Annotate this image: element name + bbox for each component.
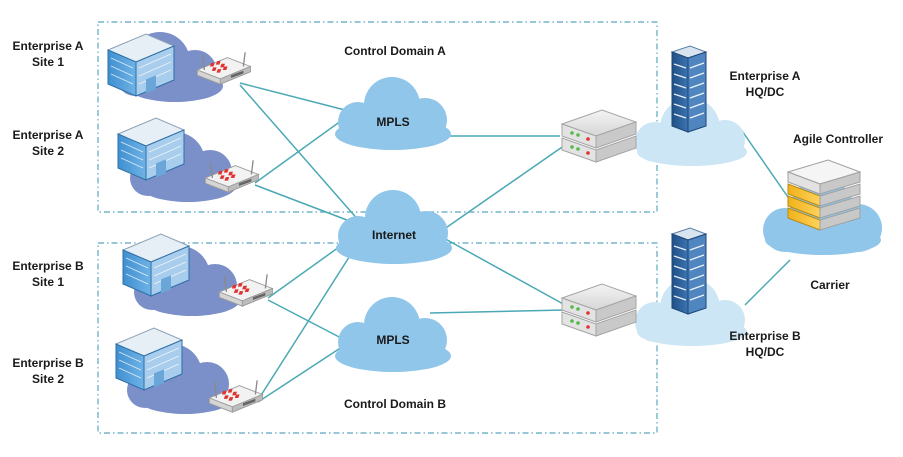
site-label-line1: Enterprise B <box>12 356 84 370</box>
hq-label-a: Enterprise A HQ/DC <box>715 68 815 100</box>
server-icon <box>561 283 637 337</box>
site-label-line1: Enterprise A <box>12 128 84 142</box>
site-label-line2: Site 2 <box>31 372 64 386</box>
hq-label-line1: Enterprise B <box>729 329 801 343</box>
control-domain-b-label: Control Domain B <box>344 397 446 411</box>
hq-label-line2: HQ/DC <box>745 345 785 359</box>
mpls-a-label: MPLS <box>376 115 410 129</box>
internet-cloud <box>336 190 452 264</box>
site-label-line2: Site 1 <box>31 275 64 289</box>
site-label-line1: Enterprise A <box>12 39 84 53</box>
hq-label-line2: HQ/DC <box>745 85 785 99</box>
site-label-line2: Site 2 <box>31 144 64 158</box>
site-label-b2: Enterprise B Site 2 <box>0 355 96 387</box>
agile-controller-icon <box>786 159 862 231</box>
control-domain-a-label: Control Domain A <box>344 44 446 58</box>
site-label-line2: Site 1 <box>31 55 64 69</box>
site-label-a1: Enterprise A Site 1 <box>0 38 96 70</box>
agile-controller-label: Agile Controller <box>792 132 883 146</box>
site-label-a2: Enterprise A Site 2 <box>0 127 96 159</box>
mpls-cloud-b <box>335 297 451 372</box>
carrier-label: Carrier <box>810 278 850 292</box>
tower-building-icon <box>671 45 707 133</box>
network-links <box>239 82 791 403</box>
hq-label-line1: Enterprise A <box>729 69 801 83</box>
server-icon <box>561 109 637 163</box>
hq-label-b: Enterprise B HQ/DC <box>715 328 815 360</box>
tower-building-icon <box>671 227 707 315</box>
site-label-line1: Enterprise B <box>12 259 84 273</box>
mpls-b-label: MPLS <box>376 333 410 347</box>
internet-label: Internet <box>371 228 416 242</box>
mpls-cloud-a <box>335 77 451 150</box>
site-label-b1: Enterprise B Site 1 <box>0 258 96 290</box>
